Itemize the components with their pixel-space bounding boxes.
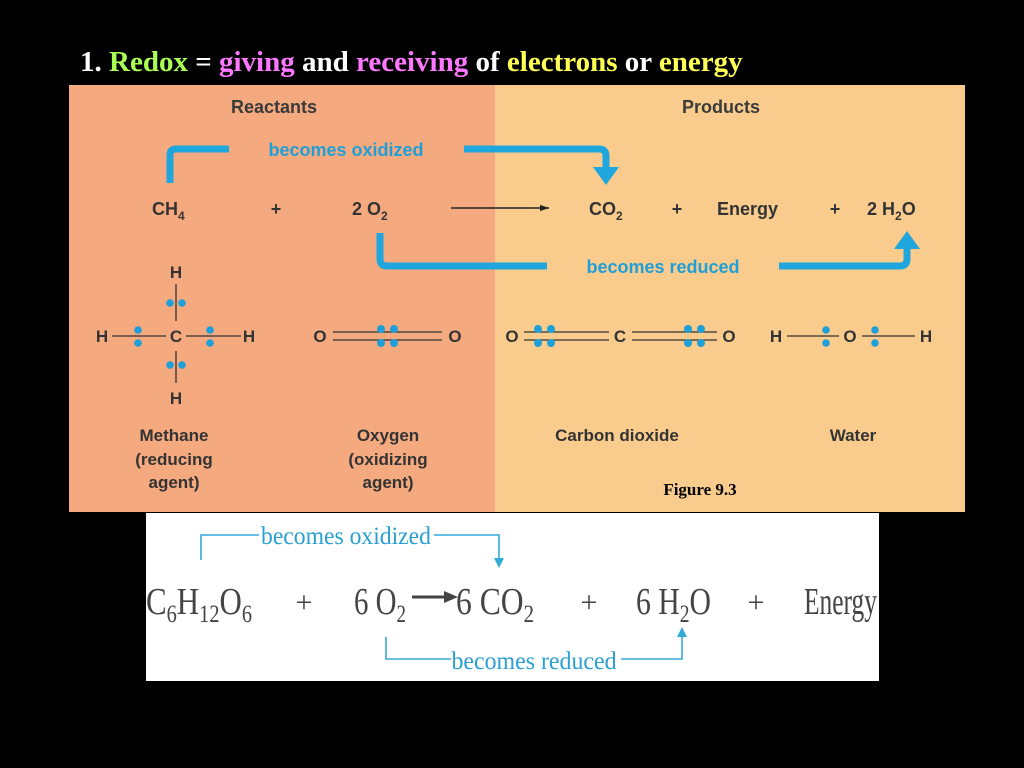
glucose-reduced-bracket <box>385 635 683 660</box>
water-h-left: H <box>770 327 782 346</box>
title-or: or <box>624 46 652 78</box>
products-header: Products <box>682 97 760 117</box>
reactants-panel <box>69 85 495 512</box>
becomes-reduced-label: becomes reduced <box>586 257 739 277</box>
reduced-arrow <box>376 231 920 270</box>
ch4-formula: CH4 <box>152 199 185 223</box>
glucose-o2: 6 O2 <box>354 581 406 628</box>
glucose-becomes-reduced: becomes reduced <box>452 648 617 675</box>
glucose-plus-1: + <box>296 586 313 619</box>
co2-label: Carbon dioxide <box>555 426 679 445</box>
title-receiving: receiving <box>356 46 469 78</box>
glucose-plus-2: + <box>581 586 598 619</box>
glucose-plus-3: + <box>748 586 765 619</box>
methane-label-1: Methane <box>140 426 209 445</box>
oxidized-arrow <box>166 145 619 185</box>
co2-structure: O C O <box>505 325 736 347</box>
h2o-formula: 2 H2O <box>867 199 916 223</box>
methane-h-left: H <box>96 327 108 346</box>
oxygen-label-1: Oxygen <box>357 426 419 445</box>
methane-label-3: agent) <box>149 473 200 492</box>
glucose-h2o: 6 H2O <box>636 581 711 628</box>
title-equals: = <box>195 46 212 78</box>
plus-3: + <box>830 199 841 219</box>
figure-caption: Figure 9.3 <box>663 480 736 499</box>
oxygen-o-left: O <box>313 327 326 346</box>
reactants-header: Reactants <box>231 97 317 117</box>
oxygen-label-3: agent) <box>363 473 414 492</box>
glucose-energy: Energy <box>804 581 877 623</box>
title-energy: energy <box>658 46 743 78</box>
title-of: of <box>475 46 500 78</box>
glucose-oxidized-bracket <box>200 534 500 560</box>
oxygen-o-right: O <box>448 327 461 346</box>
slide-title: 1. Redox = giving and receiving of elect… <box>80 42 743 82</box>
title-and: and <box>301 46 349 78</box>
glucose-reaction-arrow <box>412 591 458 603</box>
energy-term: Energy <box>717 199 778 219</box>
co2-formula: CO2 <box>589 199 623 223</box>
glucose-becomes-oxidized: becomes oxidized <box>261 523 431 550</box>
glucose-equation-figure: becomes oxidized C6H12O6 + 6 O2 6 CO2 + … <box>146 513 879 681</box>
methane-c: C <box>170 327 182 346</box>
o2-formula: 2 O2 <box>352 199 388 223</box>
methane-h-bottom: H <box>170 389 182 408</box>
oxygen-label-2: (oxidizing <box>348 450 427 469</box>
methane-label-2: (reducing <box>135 450 212 469</box>
co2-o-right: O <box>722 327 735 346</box>
methane-structure: H C H H H <box>96 263 255 408</box>
glucose-co2: 6 CO2 <box>456 581 534 628</box>
title-number: 1. <box>80 46 102 78</box>
co2-o-left: O <box>505 327 518 346</box>
water-h-right: H <box>920 327 932 346</box>
methane-h-right: H <box>243 327 255 346</box>
water-o: O <box>843 327 856 346</box>
plus-1: + <box>271 199 282 219</box>
oxygen-structure: O O <box>313 325 462 347</box>
becomes-oxidized-label: becomes oxidized <box>268 140 423 160</box>
co2-c: C <box>614 327 626 346</box>
title-redox: Redox <box>109 46 188 78</box>
methane-h-top: H <box>170 263 182 282</box>
title-giving: giving <box>218 46 295 78</box>
products-panel <box>495 85 965 512</box>
plus-2: + <box>672 199 683 219</box>
title-electrons: electrons <box>506 46 618 78</box>
water-structure: H O H <box>770 326 932 347</box>
water-label: Water <box>830 426 877 445</box>
figure-9-3: Reactants Products becomes oxidized beco… <box>69 85 965 512</box>
glucose-formula: C6H12O6 <box>146 581 252 628</box>
